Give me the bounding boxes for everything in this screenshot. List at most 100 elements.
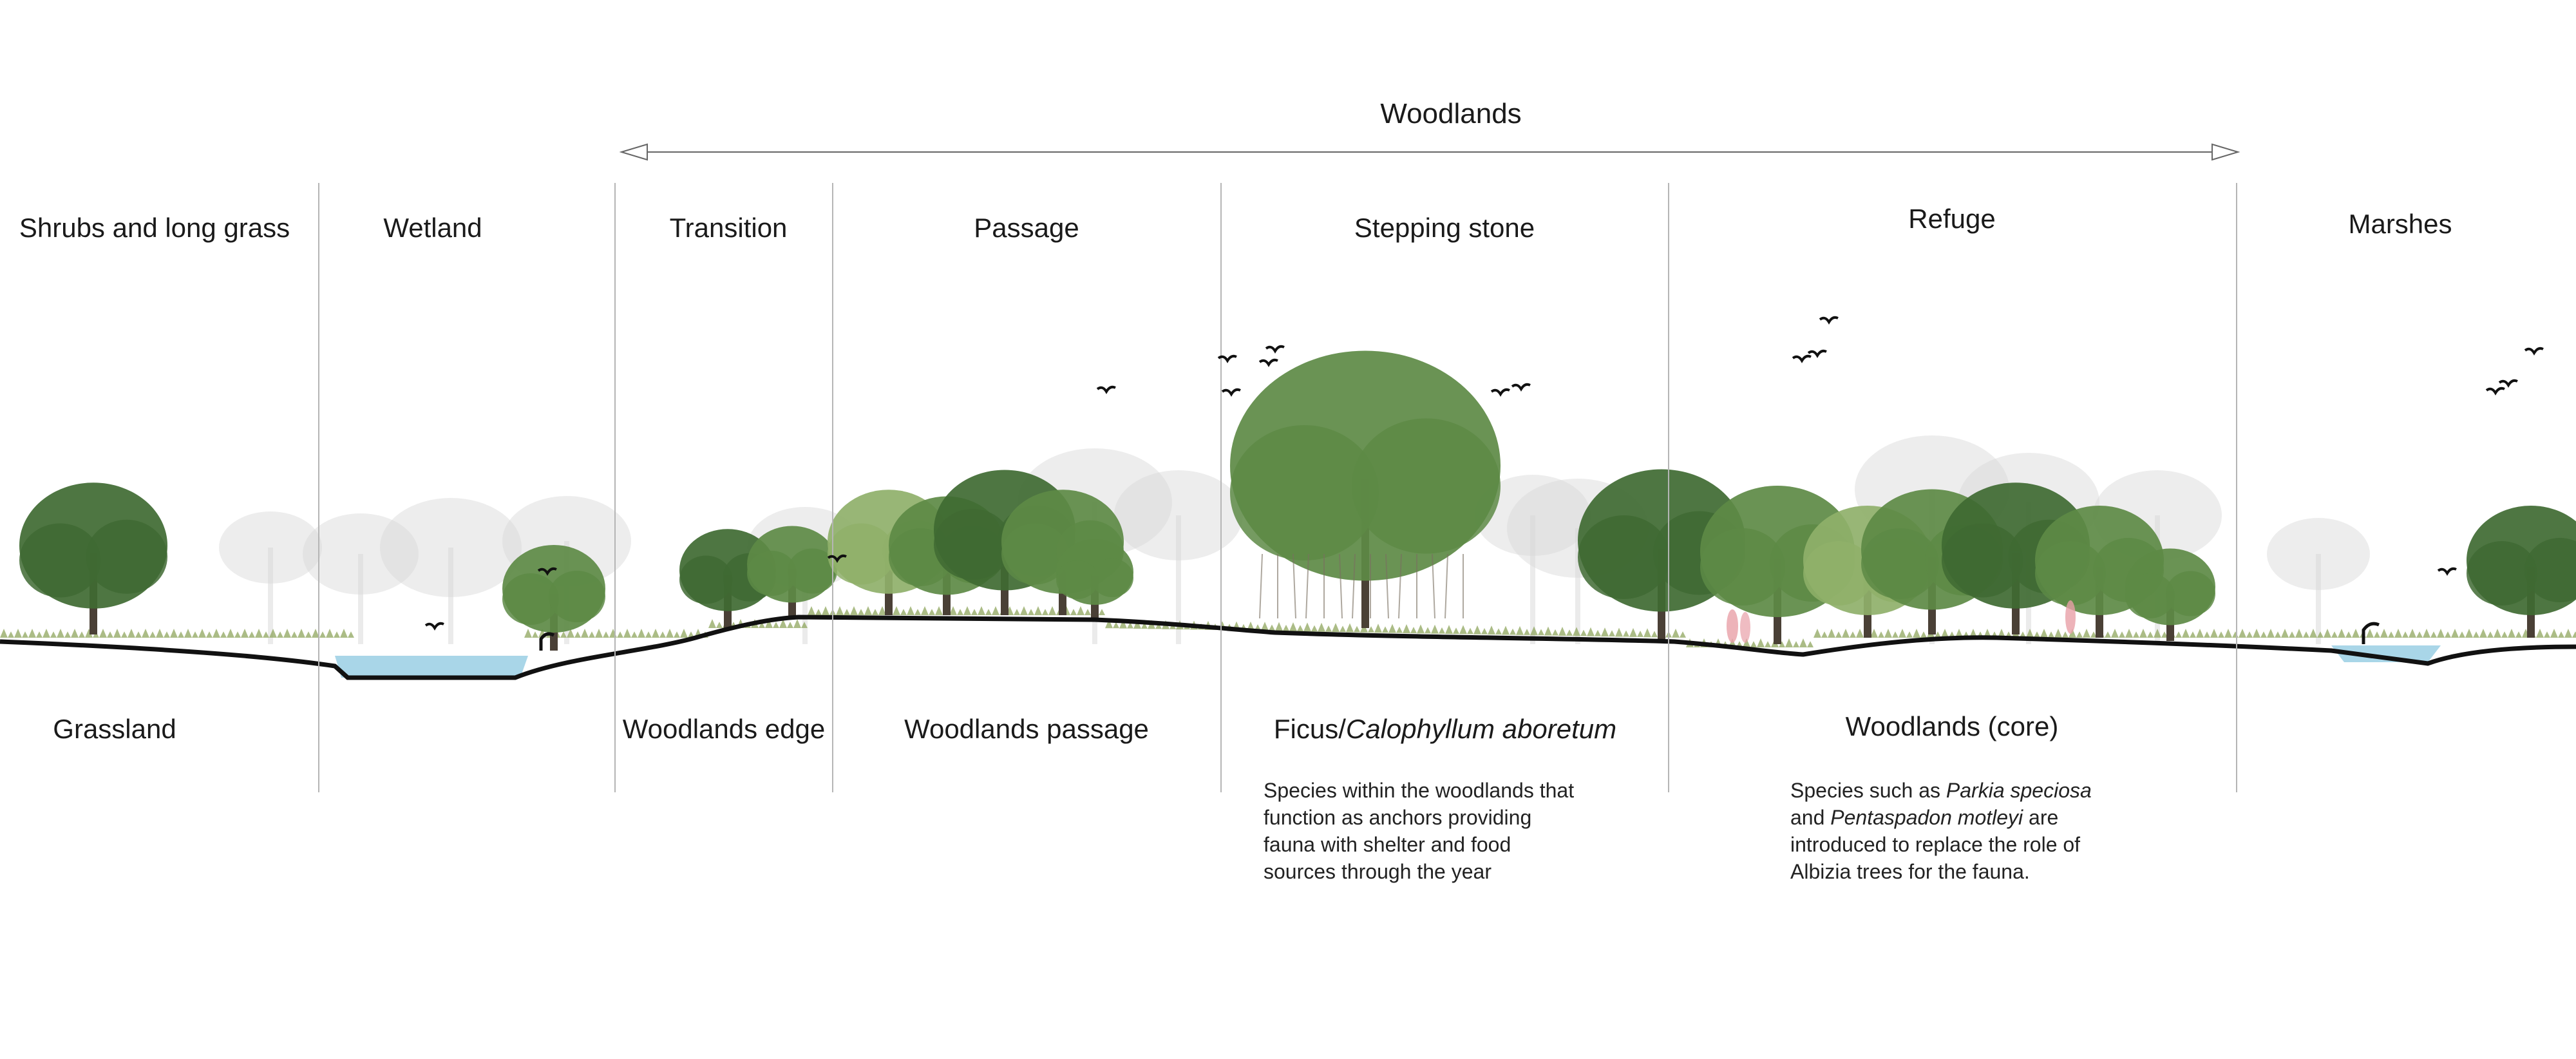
grass-tuft bbox=[1488, 625, 1502, 635]
bird bbox=[2498, 379, 2518, 388]
grass-tuft bbox=[2139, 629, 2154, 638]
grass-tuft bbox=[2224, 629, 2239, 638]
grass-tuft bbox=[2239, 629, 2253, 638]
grass-tuft bbox=[326, 629, 340, 638]
grass-tuft bbox=[2210, 629, 2224, 638]
tree-canopy bbox=[1803, 541, 1874, 606]
grass-tuft bbox=[1318, 622, 1332, 632]
grass-tuft bbox=[170, 629, 184, 638]
sublabel-woodlands-core: Woodlands (core) bbox=[1845, 711, 2059, 741]
bird bbox=[1792, 354, 1812, 363]
aerial-root bbox=[1352, 553, 1356, 619]
grass-tuft bbox=[680, 629, 694, 638]
mist-trunk bbox=[1575, 528, 1580, 644]
grass-tuft bbox=[198, 629, 213, 638]
grass-tuft bbox=[524, 629, 538, 638]
tree-canopy bbox=[1056, 560, 1099, 599]
tree-canopy bbox=[502, 573, 559, 625]
grass-tuft bbox=[893, 606, 907, 615]
grass-tuft bbox=[156, 629, 170, 638]
aerial-root bbox=[1444, 553, 1448, 619]
grass-tuft bbox=[2295, 629, 2309, 638]
tree-canopy bbox=[1861, 528, 1939, 599]
grass-tuft bbox=[1558, 627, 1573, 636]
tree-canopy bbox=[2524, 538, 2576, 602]
tree-canopy bbox=[19, 523, 101, 598]
aerial-root bbox=[1432, 553, 1435, 619]
grass-tuft bbox=[99, 629, 113, 638]
grass-tuft bbox=[652, 629, 666, 638]
grass-tuft bbox=[609, 629, 623, 638]
aerial-root bbox=[1398, 553, 1402, 619]
grass-tuft bbox=[949, 606, 963, 615]
grass-tuft bbox=[2508, 629, 2522, 638]
aerial-root bbox=[1259, 553, 1263, 619]
grass-tuft bbox=[1899, 629, 1913, 638]
grass-tuft bbox=[113, 629, 128, 638]
grass-tuft bbox=[2026, 629, 2040, 638]
woodlands-span-arrow bbox=[619, 143, 2240, 161]
grass-tuft bbox=[2550, 629, 2564, 638]
birds bbox=[424, 316, 2544, 651]
grass-tuft bbox=[2182, 629, 2196, 638]
grass-tuft bbox=[1006, 606, 1020, 615]
grass-tuft bbox=[2479, 629, 2494, 638]
grass-tuft bbox=[1502, 625, 1516, 635]
tree-canopy bbox=[1578, 515, 1670, 599]
sublabel-aboretum-genus: Ficus/ bbox=[1273, 714, 1346, 744]
grass-tuft bbox=[1601, 627, 1615, 637]
arrow-right-head bbox=[2211, 143, 2240, 161]
grass-tuft bbox=[142, 629, 156, 638]
bird bbox=[424, 622, 444, 631]
grass-tuft bbox=[213, 629, 227, 638]
tree-canopy bbox=[747, 551, 797, 596]
bird bbox=[2524, 347, 2544, 356]
grass-tuft bbox=[2054, 629, 2069, 638]
bird bbox=[1807, 349, 1827, 358]
grass-tuft bbox=[2267, 629, 2281, 638]
grass-tuft bbox=[0, 629, 14, 638]
grass-tuft bbox=[1842, 629, 1856, 638]
zone-label-passage: Passage bbox=[974, 213, 1079, 243]
grass-tuft bbox=[1643, 628, 1658, 638]
grass-tuft bbox=[779, 619, 793, 628]
grass-tuft bbox=[2083, 629, 2097, 638]
bird bbox=[1217, 354, 1237, 363]
grass-tuft bbox=[1403, 624, 1417, 633]
grass-tuft bbox=[1814, 629, 1828, 638]
tree-canopy bbox=[828, 523, 895, 585]
tree-canopy bbox=[1001, 523, 1069, 585]
grass-tuft bbox=[85, 629, 99, 638]
grass-tuft bbox=[1587, 627, 1601, 636]
grass-tuft bbox=[1034, 606, 1048, 615]
zone-dividers bbox=[318, 183, 2237, 792]
grass-tuft bbox=[184, 629, 198, 638]
grass-tuft bbox=[1077, 606, 1091, 615]
heron bbox=[2362, 622, 2380, 644]
grass-tuft bbox=[1884, 629, 1899, 638]
bird bbox=[537, 567, 557, 576]
grass-tuft bbox=[283, 629, 298, 638]
sublabel-grassland: Grassland bbox=[53, 714, 176, 744]
grass-tuft bbox=[1261, 622, 1275, 631]
grass-tuft bbox=[2536, 629, 2550, 638]
aerial-root bbox=[1339, 553, 1343, 619]
grass-tuft bbox=[1785, 638, 1799, 647]
zone-label-stepping-stone: Stepping stone bbox=[1354, 213, 1535, 243]
grass-tuft bbox=[227, 629, 241, 638]
grass-tuft bbox=[2423, 629, 2437, 638]
grass-tuft bbox=[2564, 629, 2576, 638]
grass-layer bbox=[0, 606, 2576, 647]
grass-tuft bbox=[1303, 622, 1318, 632]
grass-tuft bbox=[581, 629, 595, 638]
zone-label-wetland: Wetland bbox=[383, 213, 482, 243]
grass-tuft bbox=[2309, 629, 2324, 638]
grass-tuft bbox=[1672, 628, 1686, 638]
sublabel-aboretum: Ficus/Calophyllum aboretum bbox=[1274, 714, 1616, 745]
tree-canopy bbox=[1352, 418, 1501, 554]
grass-tuft bbox=[1573, 627, 1587, 636]
marsh-water bbox=[2331, 645, 2441, 662]
mist-trunk bbox=[2316, 554, 2321, 644]
note-stepping-stone: Species within the woodlands that functi… bbox=[1264, 779, 1575, 883]
grass-tuft bbox=[2451, 629, 2465, 638]
